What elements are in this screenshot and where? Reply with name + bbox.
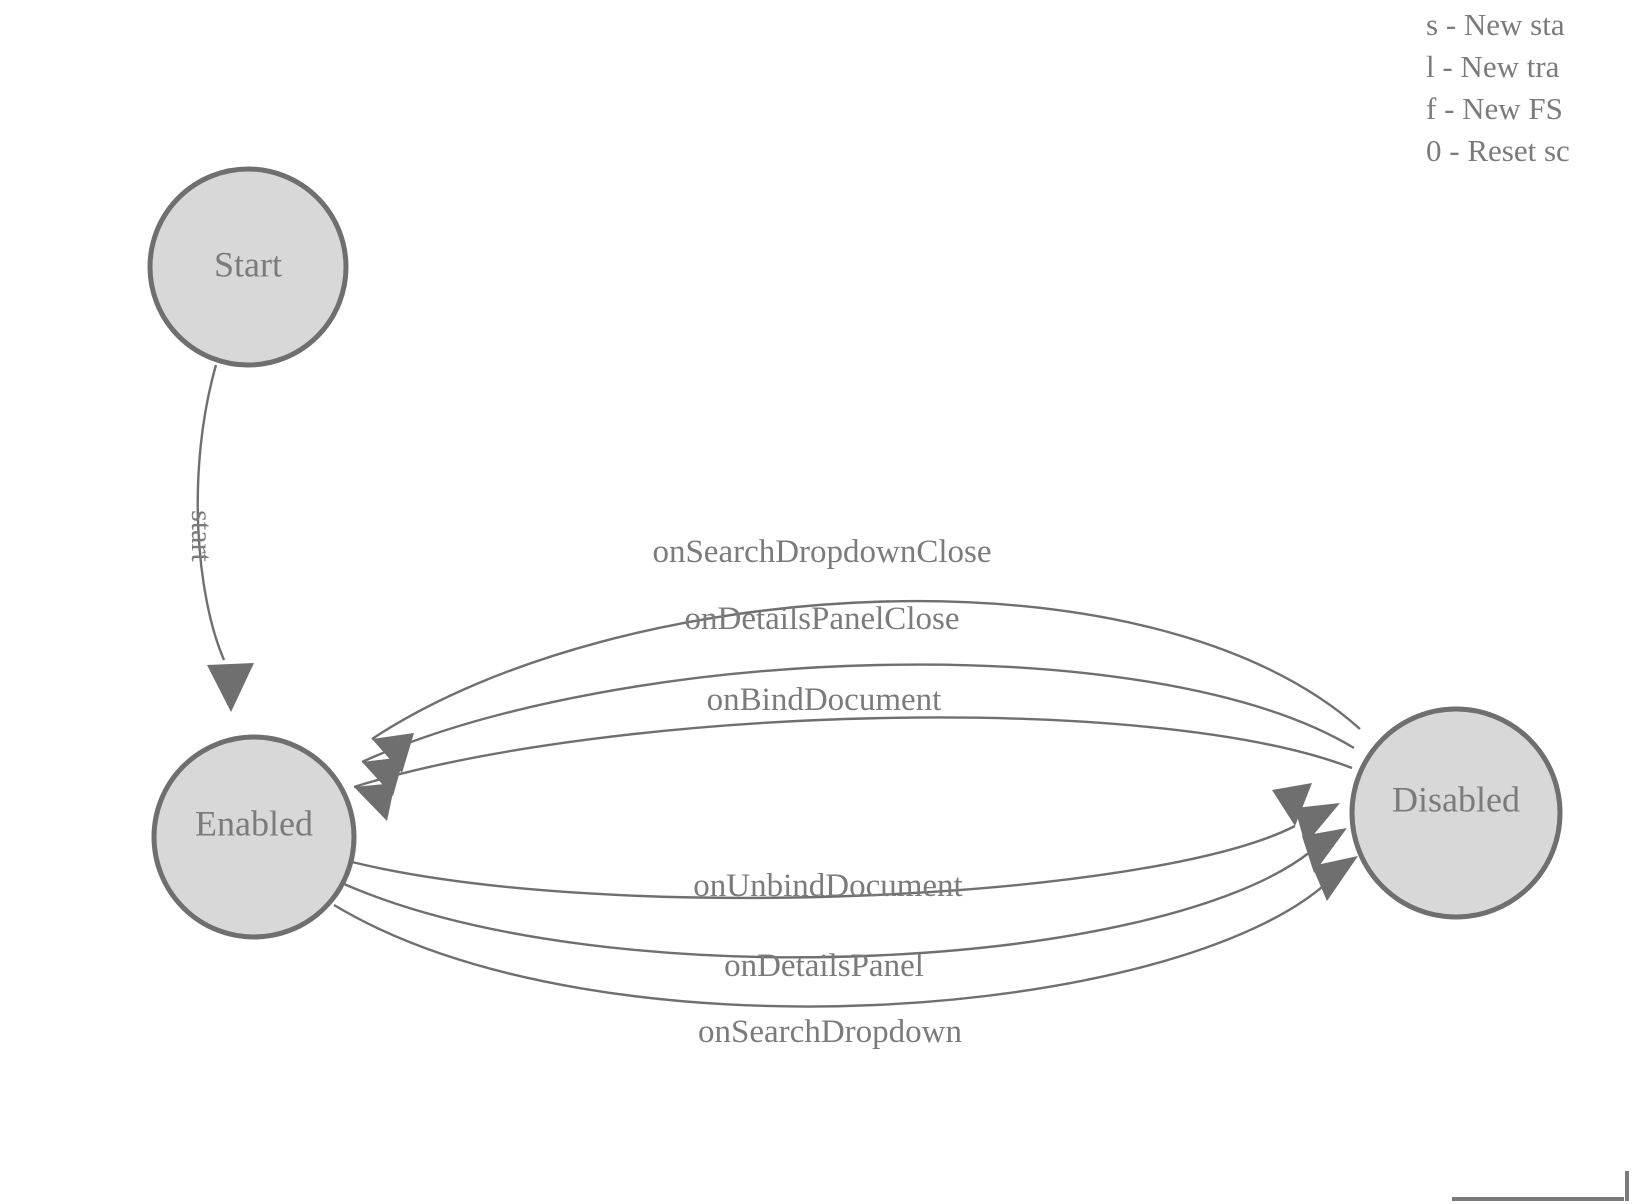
- arrowhead-icon: [354, 783, 395, 821]
- transition-label-on-details-panel: onDetailsPanel: [724, 948, 924, 984]
- scrollbar-corner[interactable]: [1450, 1171, 1632, 1204]
- state-circle[interactable]: [1349, 706, 1563, 920]
- state-node-enabled[interactable]: Enabled: [151, 734, 357, 940]
- vertical-scrollbar[interactable]: [1625, 1171, 1629, 1201]
- help-line-new-state: s - New sta: [1426, 7, 1565, 42]
- transition-start[interactable]: [196, 364, 254, 712]
- help-line-new-fsm: f - New FS: [1426, 91, 1563, 126]
- arrowhead-icon: [1272, 783, 1312, 826]
- transition-label-on-search-dropdown: onSearchDropdown: [698, 1014, 962, 1050]
- transition-on-bind-document[interactable]: [353, 716, 1353, 821]
- transition-on-search-dropdown-close[interactable]: [371, 599, 1361, 773]
- transition-path: [333, 879, 1331, 1008]
- help-line-reset-scale: 0 - Reset sc: [1426, 133, 1570, 168]
- transition-label-on-bind-document: onBindDocument: [707, 682, 942, 718]
- arrowhead-icon: [1295, 803, 1340, 845]
- transition-path: [361, 663, 1355, 764]
- transition-path: [371, 599, 1361, 741]
- horizontal-scrollbar[interactable]: [1452, 1197, 1624, 1201]
- state-node-start[interactable]: Start: [147, 166, 349, 368]
- transition-label-on-search-dropdown-close: onSearchDropdownClose: [652, 534, 991, 570]
- transition-label-on-unbind-document: onUnbindDocument: [693, 868, 962, 904]
- transition-path: [196, 364, 226, 661]
- arrowhead-icon: [1302, 828, 1347, 873]
- arrowhead-icon: [207, 663, 254, 712]
- transition-on-unbind-document[interactable]: [351, 783, 1340, 900]
- transition-label-on-details-panel-close: onDetailsPanelClose: [685, 601, 960, 637]
- arrowhead-icon: [372, 733, 414, 773]
- transition-path: [353, 716, 1353, 789]
- transition-on-search-dropdown[interactable]: [333, 856, 1358, 1008]
- state-node-disabled[interactable]: Disabled: [1349, 706, 1563, 920]
- transition-path: [351, 824, 1296, 900]
- help-legend: s - New sta l - New tra f - New FS 0 - R…: [1426, 0, 1632, 172]
- state-label: Enabled: [195, 803, 313, 843]
- state-label: Disabled: [1392, 779, 1520, 819]
- state-circle[interactable]: [147, 166, 349, 368]
- arrowhead-icon: [1312, 856, 1358, 901]
- help-line-new-transition: l - New tra: [1426, 49, 1560, 84]
- transition-on-details-panel[interactable]: [343, 828, 1347, 959]
- state-label: Start: [214, 244, 282, 284]
- transition-label-start: start: [185, 510, 218, 562]
- state-circle[interactable]: [151, 734, 357, 940]
- transition-path: [343, 851, 1311, 959]
